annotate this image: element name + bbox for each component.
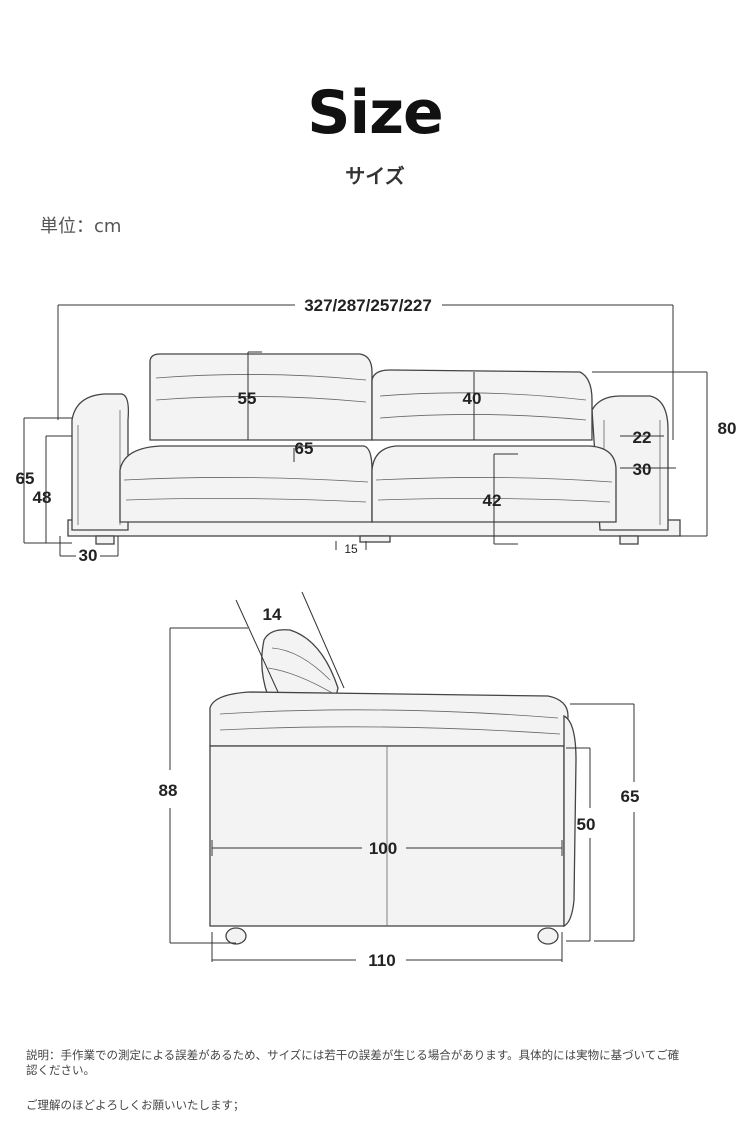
- dim-total-width: 327/287/257/227: [304, 296, 432, 315]
- side-top-cushion: [209, 691, 569, 747]
- dim-arm-height: 50: [577, 815, 596, 834]
- dim-backrest-height: 55: [238, 389, 257, 408]
- dim-arm-width-bottom: 30: [79, 546, 98, 565]
- front-view-drawing: [67, 353, 681, 545]
- dim-back-cushion: 40: [463, 389, 482, 408]
- dim-seat-height: 42: [483, 491, 502, 510]
- dim-arm-side: 30: [633, 460, 652, 479]
- back-cushion-left: [149, 353, 373, 441]
- dim-seat-depth: 65: [295, 439, 314, 458]
- side-back: [563, 714, 577, 928]
- dim-side-seat-depth: 100: [369, 839, 397, 858]
- page-title: Size: [307, 78, 443, 148]
- left-arm: [71, 393, 130, 531]
- dim-arm-height-outer: 65: [16, 469, 35, 488]
- front-dimension-lines: [23, 304, 708, 557]
- page-subtitle: サイズ: [345, 164, 405, 188]
- dim-headrest: 14: [263, 605, 282, 624]
- dim-height: 80: [718, 419, 737, 438]
- seat-cushion-left: [119, 445, 373, 523]
- back-cushion-right: [371, 369, 593, 441]
- side-view-drawing: [209, 629, 577, 945]
- thanks-note: ご理解のほどよろしくお願いいたします；: [26, 1098, 245, 1112]
- dim-total-depth: 110: [368, 951, 395, 970]
- measurement-note: 説明：手作業での測定による誤差があるため、サイズには若干の誤差が生じる場合があり…: [26, 1048, 680, 1077]
- dim-arm-height-inner: 48: [33, 488, 52, 507]
- side-headrest: [261, 629, 339, 697]
- dim-back-height: 65: [621, 787, 640, 806]
- dim-total-height: 88: [159, 781, 178, 800]
- dim-leg-height: 15: [344, 542, 358, 556]
- unit-label: 単位：cm: [40, 216, 122, 237]
- side-dimension-lines: [169, 591, 635, 962]
- dim-arm-top: 22: [633, 428, 652, 447]
